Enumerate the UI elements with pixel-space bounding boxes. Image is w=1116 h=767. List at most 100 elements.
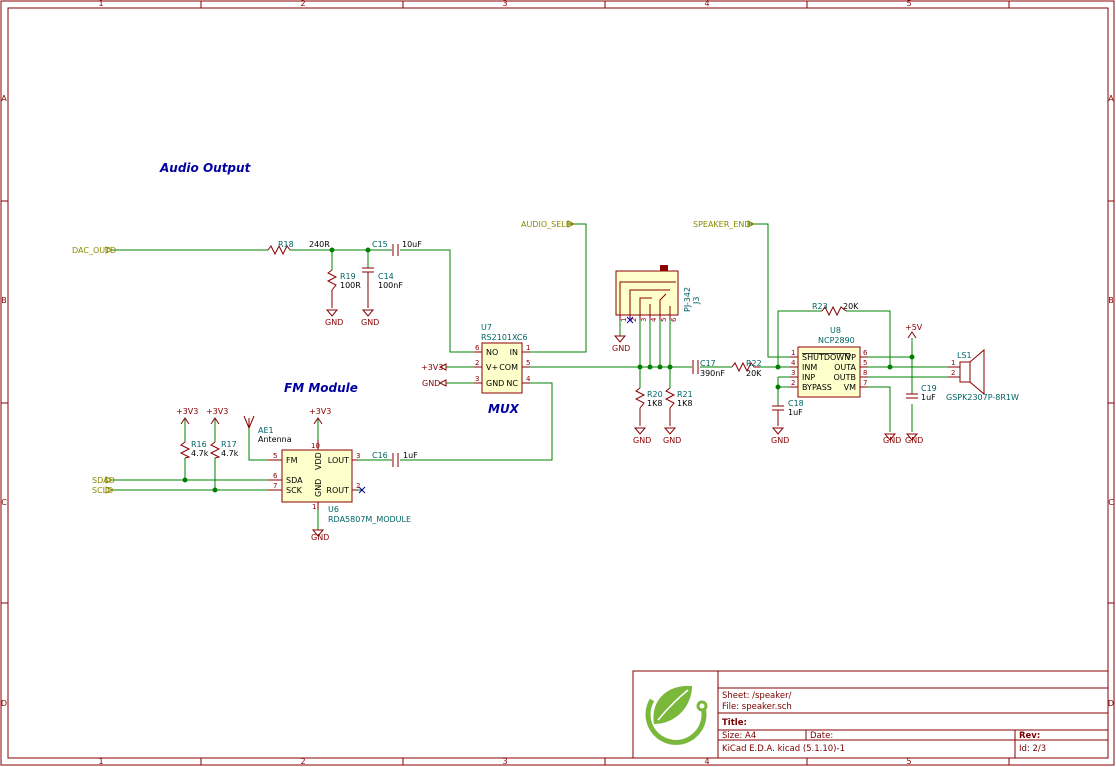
svg-text:SDA: SDA: [286, 476, 303, 485]
svg-text:+3V3: +3V3: [421, 363, 443, 372]
r21-value: 1K8: [677, 399, 692, 408]
col-label-top: 5: [906, 0, 911, 8]
svg-text:+3V3: +3V3: [309, 407, 331, 416]
svg-text:OUTB: OUTB: [833, 373, 856, 382]
svg-text:COM: COM: [499, 363, 518, 372]
capacitor-c14[interactable]: C14 100nF: [362, 267, 403, 308]
rev-label: Rev:: [1019, 731, 1040, 741]
gnd-r20: GND: [633, 427, 651, 445]
svg-text:3: 3: [791, 369, 795, 377]
svg-text:GND: GND: [771, 436, 789, 445]
resistor-r22[interactable]: R22 20K: [731, 359, 762, 378]
title-block: Sheet: /speaker/ File: speaker.sch Title…: [632, 670, 1109, 759]
svg-text:2: 2: [630, 318, 638, 322]
row-label-left: A: [1, 94, 7, 103]
svg-text:GND: GND: [311, 533, 329, 542]
c17-ref: C17: [700, 359, 716, 368]
svg-text:1: 1: [620, 318, 628, 322]
capacitor-c16[interactable]: C16 1uF: [372, 451, 418, 467]
resistor-r16[interactable]: R16 4.7k: [179, 440, 209, 459]
col-label-bottom: 3: [502, 757, 507, 766]
capacitor-c15[interactable]: C15 10uF: [372, 240, 422, 256]
capacitor-c18[interactable]: C18 1uF: [772, 399, 804, 426]
resistor-r21[interactable]: R21 1K8: [664, 387, 693, 426]
svg-text:GND: GND: [612, 344, 630, 353]
ic-u7[interactable]: U7 RS2101XC6 NO V+ GND IN COM NC 623 154: [474, 323, 531, 394]
hier-label-speaker-en[interactable]: SPEAKER_END: [693, 220, 756, 229]
svg-text:GND: GND: [314, 479, 323, 497]
svg-text:GND: GND: [422, 379, 440, 388]
hier-label-dac-outd[interactable]: DAC_OUTD: [72, 246, 116, 255]
svg-text:GND: GND: [663, 436, 681, 445]
c14-ref: C14: [378, 272, 394, 281]
junctions: [182, 247, 915, 493]
speaker-ls1[interactable]: 1 2 LS1 GSPK2307P-8R1W: [946, 348, 1019, 402]
svg-text:SHUTDOWN: SHUTDOWN: [802, 353, 850, 362]
gnd-symbol: GND: [361, 309, 379, 327]
r22-ref: R22: [746, 359, 762, 368]
svg-text:1: 1: [791, 349, 795, 357]
gnd-u8: GND: [883, 433, 901, 445]
row-label-right: D: [1108, 699, 1114, 708]
svg-text:5: 5: [273, 452, 277, 460]
svg-text:NO: NO: [486, 348, 498, 357]
svg-text:NC: NC: [506, 379, 518, 388]
svg-text:10: 10: [311, 442, 320, 450]
gnd-c18: GND: [771, 427, 789, 445]
sheet-id: Id: 2/3: [1019, 744, 1046, 754]
svg-text:ROUT: ROUT: [326, 486, 349, 495]
gnd-r21: GND: [663, 427, 681, 445]
hier-label-sdad[interactable]: SDAD: [92, 476, 115, 485]
c15-ref: C15: [372, 240, 388, 249]
svg-text:GND: GND: [486, 379, 504, 388]
connector-j3[interactable]: 1 2 3 4 5 6 PJ-342 J3: [615, 265, 701, 322]
hier-label-audio-sel[interactable]: AUDIO_SELD: [521, 220, 576, 229]
no-connect-marker: [358, 486, 366, 494]
c16-value: 1uF: [403, 451, 418, 460]
resistor-r20[interactable]: R20 1K8: [634, 387, 663, 426]
svg-text:+5V: +5V: [905, 323, 923, 332]
tool-version: KiCad E.D.A. kicad (5.1.10)-1: [722, 744, 845, 754]
hier-label-scld[interactable]: SCLD: [92, 486, 113, 495]
svg-text:1: 1: [951, 359, 955, 367]
r18-value: 240R: [309, 240, 330, 249]
size-label: Size: A4: [722, 731, 756, 741]
col-label-bottom: 1: [98, 757, 103, 766]
r23-ref: R23: [812, 302, 828, 311]
c19-ref: C19: [921, 384, 937, 393]
c16-ref: C16: [372, 451, 388, 460]
resistor-r17[interactable]: R17 4.7k: [209, 440, 239, 459]
ic-u8[interactable]: U8 NCP2890 SHUTDOWN INM INP BYPASS VP OU…: [790, 326, 868, 398]
resistor-r19[interactable]: R19 100R: [326, 269, 361, 308]
svg-text:3: 3: [640, 318, 648, 322]
u6-value: RDA5807M_MODULE: [328, 515, 411, 524]
capacitor-c17[interactable]: C17 390nF: [692, 359, 725, 378]
svg-text:GND: GND: [633, 436, 651, 445]
resistor-r23[interactable]: R23 20K: [812, 302, 859, 317]
svg-text:IN: IN: [510, 348, 518, 357]
svg-text:VP: VP: [846, 353, 856, 362]
ae1-value: Antenna: [258, 435, 292, 444]
j3-ref: J3: [692, 297, 701, 305]
svg-text:5: 5: [660, 318, 668, 322]
svg-text:GND: GND: [905, 436, 923, 445]
gnd-u6: GND: [311, 529, 329, 542]
r16-value: 4.7k: [191, 449, 209, 458]
svg-text:1: 1: [312, 503, 316, 511]
svg-text:6: 6: [670, 317, 678, 322]
col-label-top: 2: [300, 0, 305, 8]
svg-text:VM: VM: [844, 383, 856, 392]
svg-text:SCLD: SCLD: [92, 486, 113, 495]
col-label-top: 1: [98, 0, 103, 8]
u6-ref: U6: [328, 505, 339, 514]
ic-u6[interactable]: FM SDA SCK LOUT ROUT VDD GND 567 32 101 …: [268, 440, 411, 524]
antenna-ae1[interactable]: AE1 Antenna: [243, 415, 292, 444]
capacitor-c19[interactable]: C19 1uF: [906, 384, 937, 402]
u7-ref: U7: [481, 323, 492, 332]
c14-value: 100nF: [378, 281, 403, 290]
title-label: Title:: [722, 718, 747, 728]
resistor-r18[interactable]: R18 240R: [267, 240, 330, 256]
c18-value: 1uF: [788, 408, 803, 417]
u8-ref: U8: [830, 326, 841, 335]
